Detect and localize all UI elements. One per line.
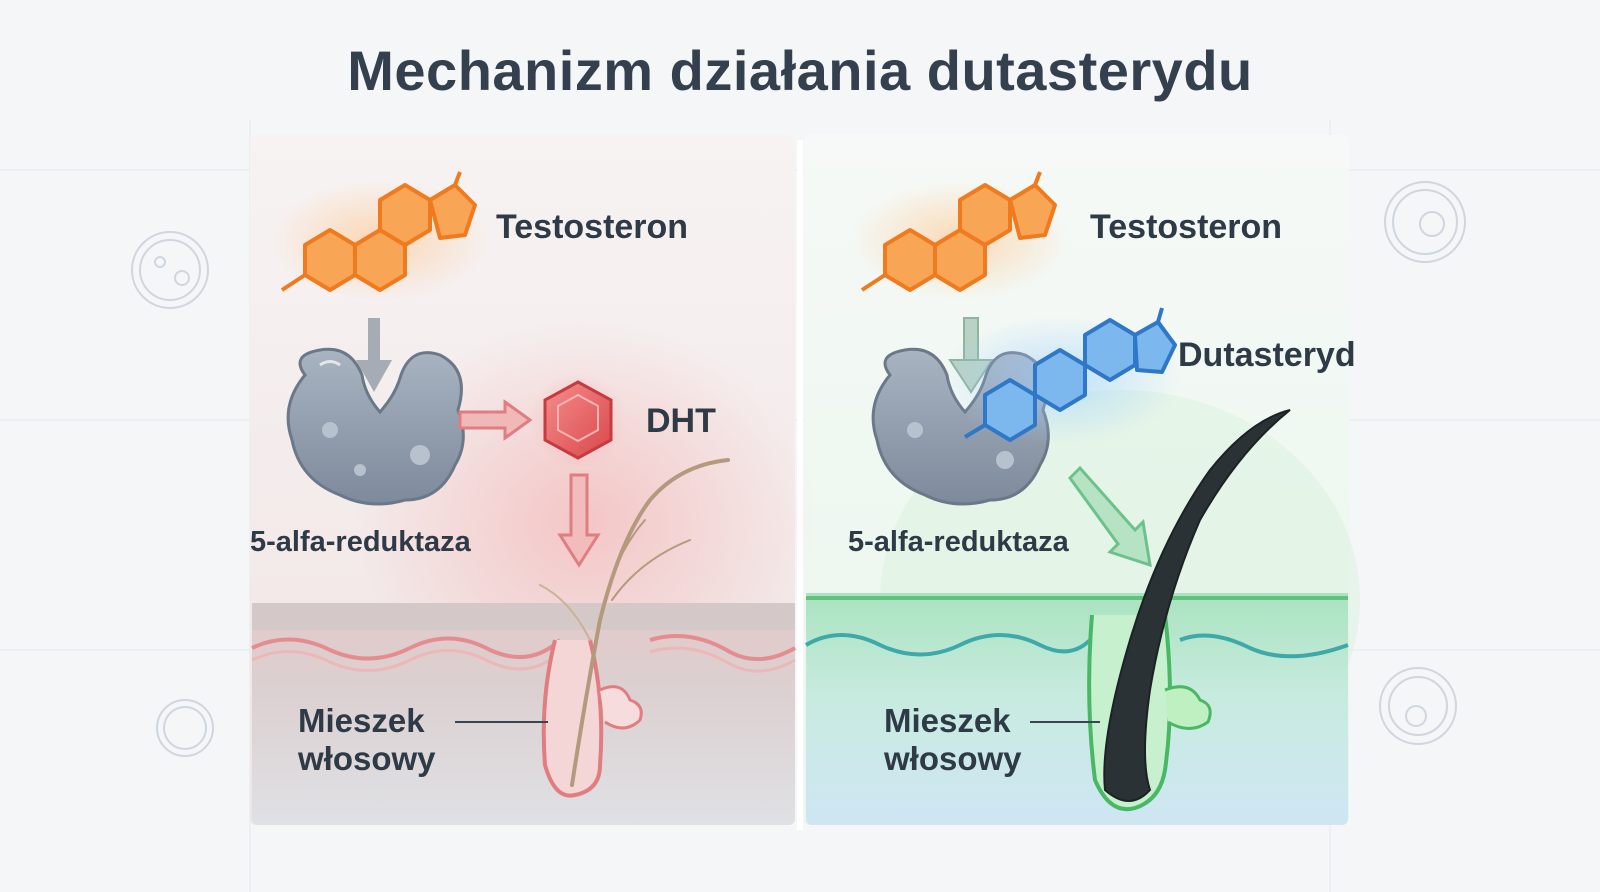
left-testosterone-label: Testosteron <box>496 208 689 246</box>
arrow-right-icon <box>458 399 533 441</box>
right-follicle-label: Mieszek włosowy <box>884 702 1022 778</box>
left-follicle-label: Mieszek włosowy <box>298 702 436 778</box>
arrow-down-icon <box>356 318 392 392</box>
healthy-hair-icon <box>1103 409 1291 802</box>
cell-decoration-icon <box>131 181 1466 757</box>
right-testosterone-label: Testosteron <box>1090 208 1283 246</box>
left-follicle-label-line1: Mieszek <box>298 702 425 739</box>
dht-label: DHT <box>646 402 716 440</box>
right-follicle-label-line2: włosowy <box>884 740 1022 777</box>
dht-molecule-icon <box>530 372 626 468</box>
page-title: Mechanizm działania dutasterydu <box>347 39 1253 102</box>
arrow-down-icon <box>557 473 601 568</box>
left-enzyme-label: 5-alfa-reduktaza <box>250 526 471 558</box>
thin-hair-icon <box>539 458 730 787</box>
enzyme-icon <box>286 347 465 506</box>
left-skin-section <box>251 603 796 825</box>
dutasteride-label: Dutasteryd <box>1178 336 1356 374</box>
dutasteride-molecule-icon <box>940 307 1180 445</box>
testosterone-molecule-icon <box>270 171 490 300</box>
arrow-diagonal-icon <box>1068 465 1152 568</box>
right-enzyme-label: 5-alfa-reduktaza <box>848 526 1069 558</box>
left-follicle-label-line2: włosowy <box>298 740 436 777</box>
right-follicle-label-line1: Mieszek <box>884 702 1011 739</box>
testosterone-molecule-icon <box>850 171 1070 300</box>
